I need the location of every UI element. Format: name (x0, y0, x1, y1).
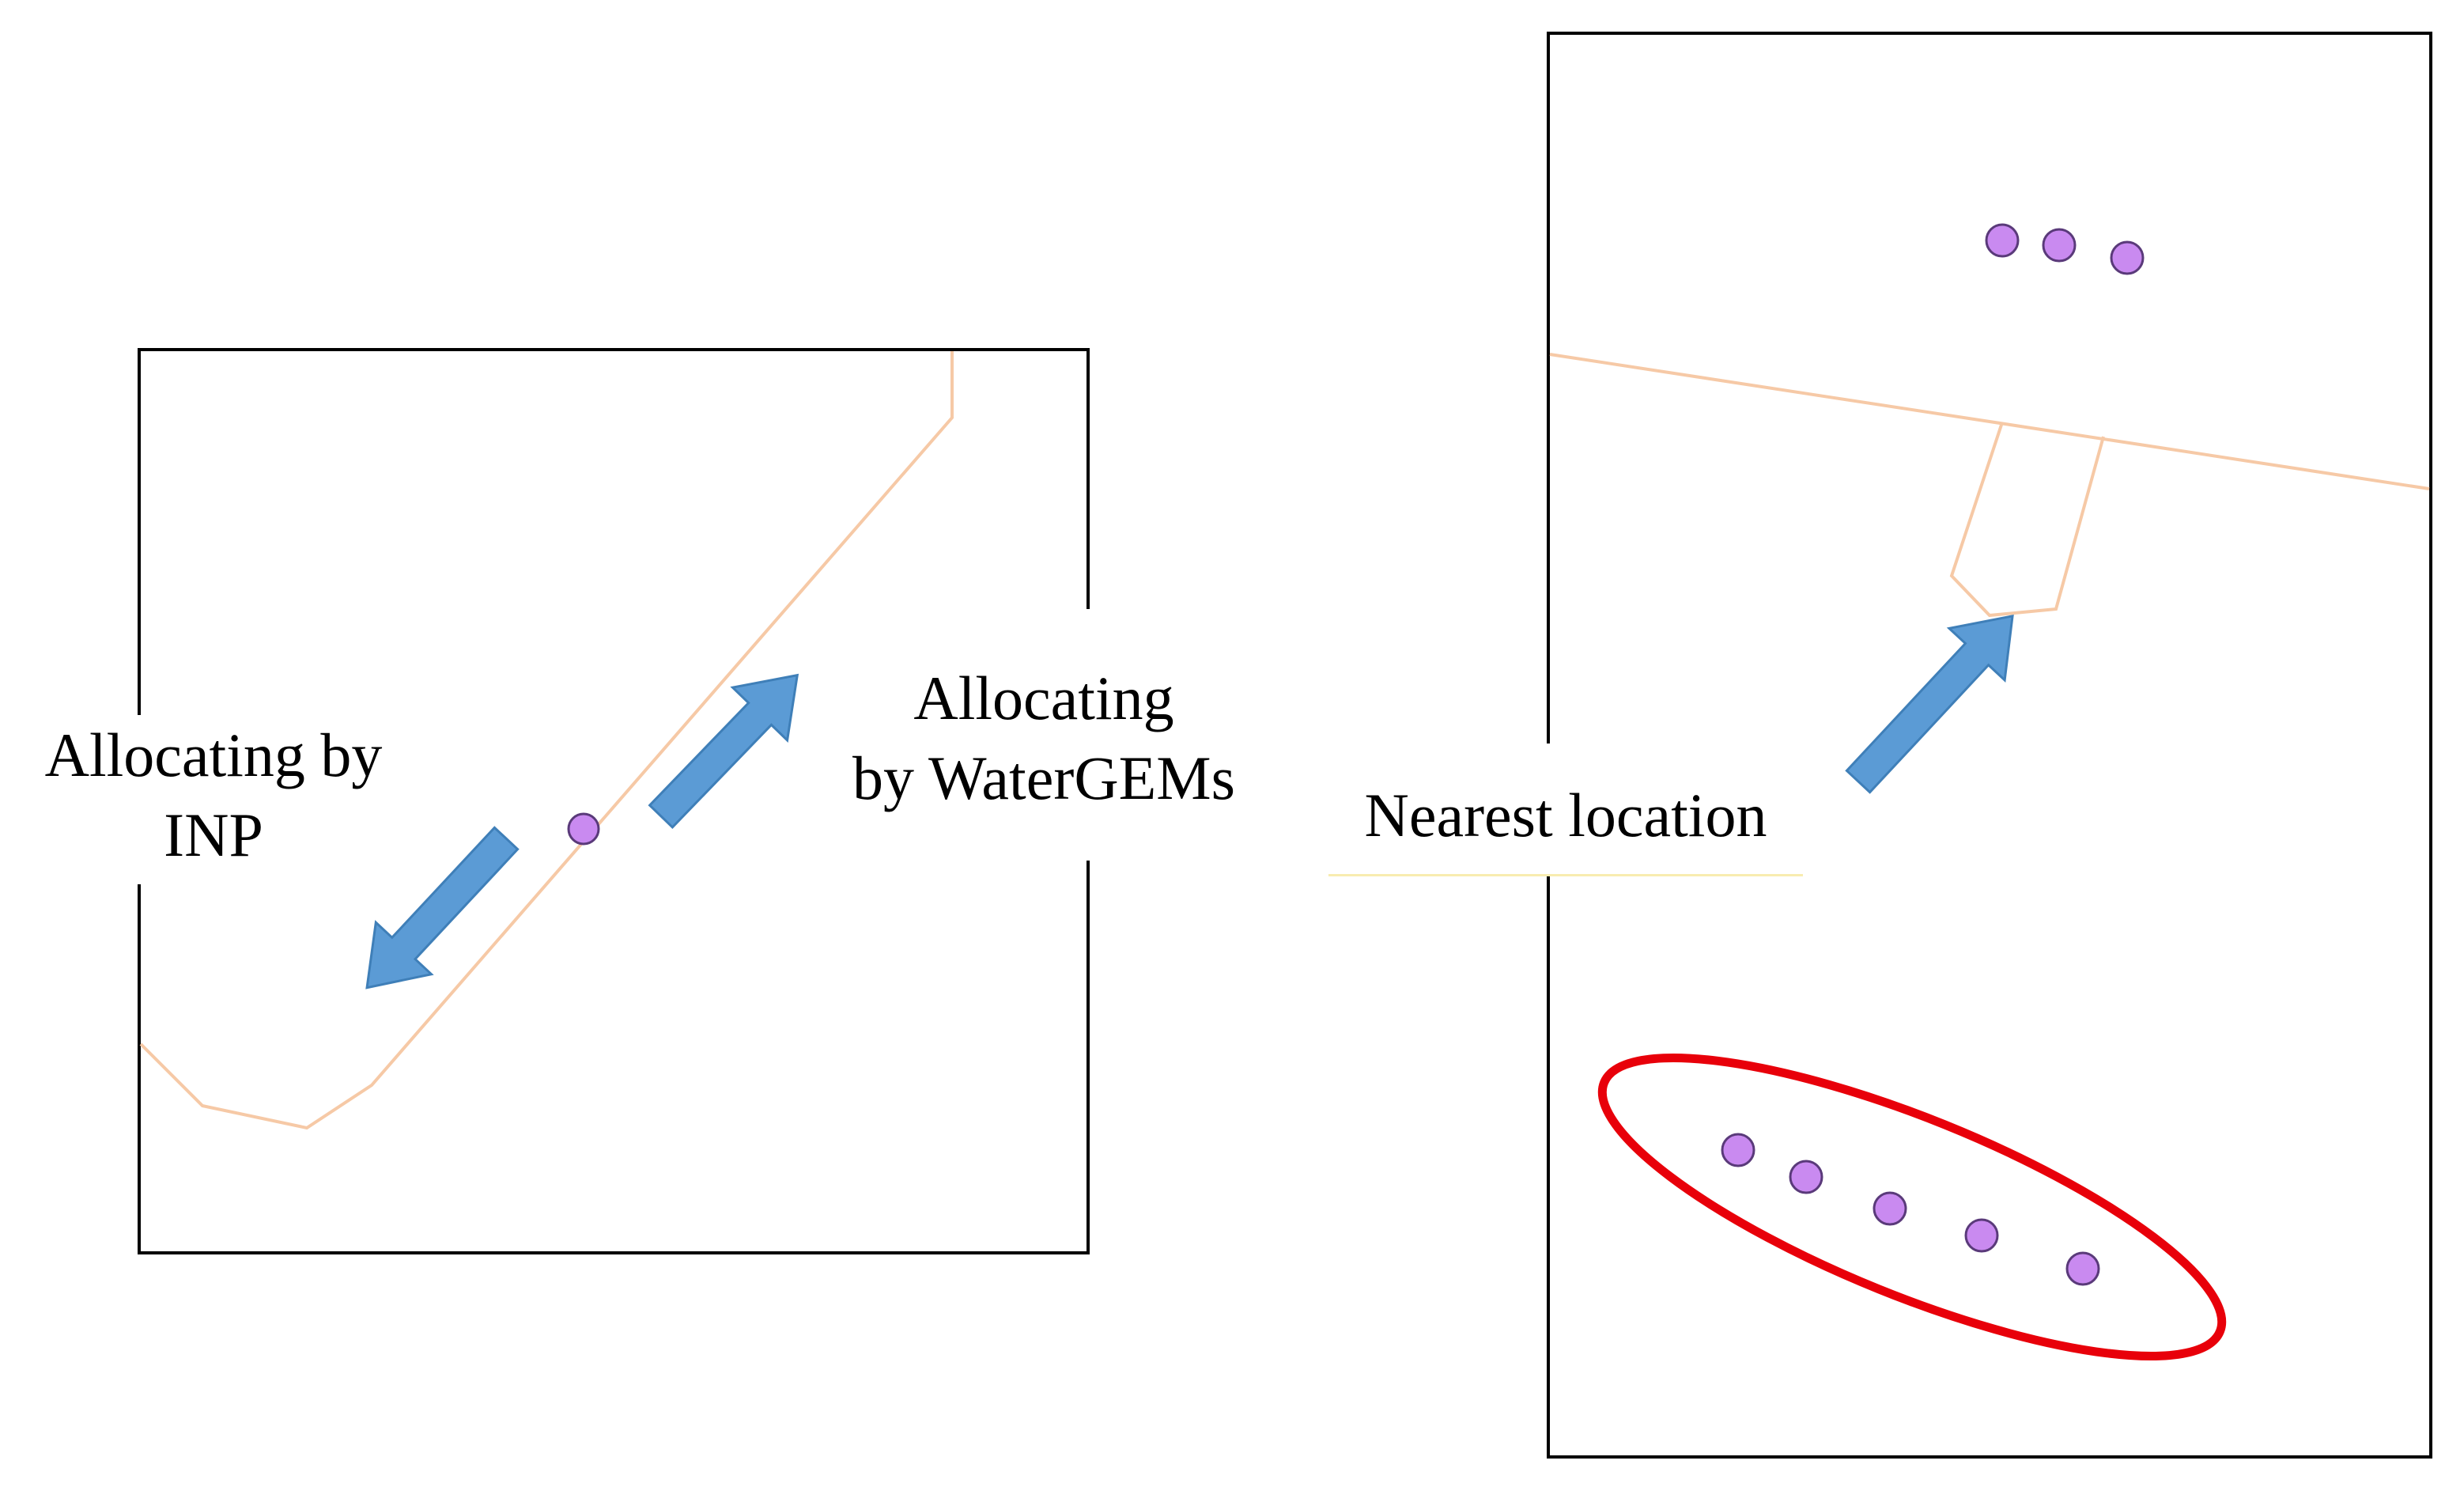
right-node (1789, 1160, 1823, 1194)
label-watergems-line1: Allocating (913, 664, 1174, 732)
highlighted-node-group (1597, 1053, 2227, 1361)
right-node (1985, 223, 2020, 258)
label-watergems-line2: by WaterGEMs (852, 744, 1236, 813)
right-node (2042, 228, 2077, 263)
label-allocating-by-inp: Allocating by INP (24, 715, 403, 884)
upper-node-group (1985, 223, 2145, 275)
arrow-icon (1845, 614, 2014, 794)
label-allocating-by-watergems: Allocating by WaterGEMs (822, 609, 1265, 861)
left-pipe (139, 351, 954, 1130)
right-node (1721, 1133, 1755, 1167)
left-node (567, 812, 600, 846)
label-nearest-location: Nearest location (1328, 744, 1803, 876)
right-node (1964, 1218, 1999, 1253)
right-branch-pipe (1949, 422, 2105, 618)
right-node (2065, 1251, 2100, 1286)
label-nearest-text: Nearest location (1364, 781, 1767, 849)
arrow-icon (648, 673, 799, 830)
arrow-icon (365, 826, 520, 989)
right-node (2110, 240, 2145, 275)
label-inp-line1: Allocating by (44, 721, 383, 789)
right-main-pipe (1549, 353, 2430, 490)
label-inp-line2: INP (164, 800, 263, 870)
right-node (1873, 1191, 1907, 1226)
highlight-ellipse (1597, 1053, 2227, 1361)
